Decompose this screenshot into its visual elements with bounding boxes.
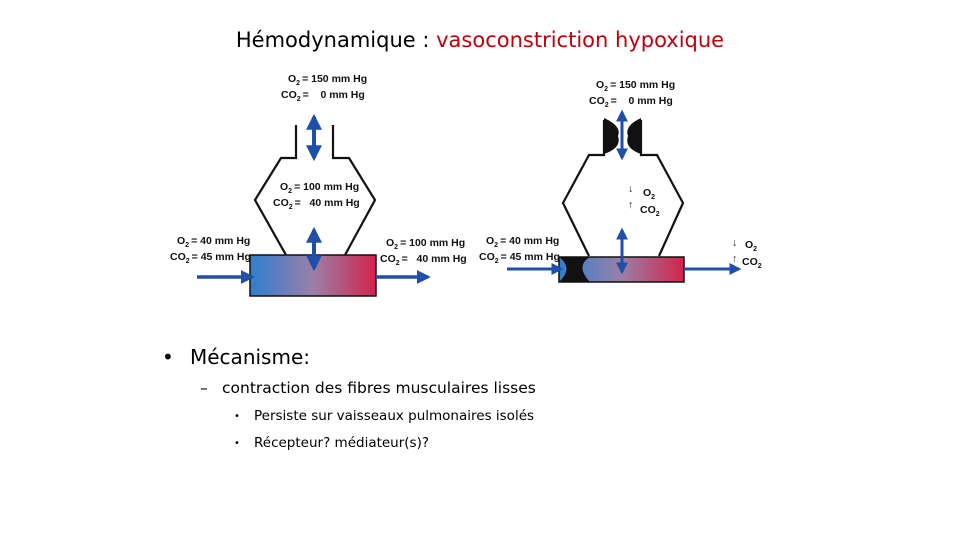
bullet-text-receptor: Récepteur? médiateur(s)? (254, 435, 430, 451)
diagram-normal: O2= 150 mm Hg CO2= 0 mm Hg O2= 100 mm Hg… (170, 73, 467, 297)
airway-constriction-right (627, 118, 641, 154)
airway-co2-label-right: CO2= 0 mm Hg (589, 95, 673, 109)
bullet-level-3b: • Récepteur? médiateur(s)? (234, 435, 429, 451)
alveolus-co2-up-arrow: ↑ (628, 199, 633, 211)
outflow-o2-label: O2= 100 mm Hg (386, 237, 465, 251)
title-highlight: vasoconstriction hypoxique (436, 28, 725, 52)
bullet-text-mechanism: Mécanisme: (190, 345, 310, 369)
bullet-dash: – (200, 379, 208, 397)
alveolus-co2-label: CO2= 40 mm Hg (273, 197, 360, 211)
alveolus-o2-label: O2= 100 mm Hg (280, 181, 359, 195)
outflow-o2-trend-label: O2 (745, 239, 757, 253)
bullet-dot: • (162, 345, 174, 369)
diagram-constricted: O2= 150 mm Hg CO2= 0 mm Hg ↓ O2 ↑ CO2 O2… (479, 79, 762, 283)
outflow-o2-down-arrow: ↓ (732, 237, 737, 249)
vessel-constriction (559, 257, 590, 282)
alveolus-o2-down-arrow: ↓ (628, 183, 633, 195)
outflow-co2-trend-label: CO2 (742, 256, 762, 270)
airway-co2-label: CO2= 0 mm Hg (281, 89, 365, 103)
alveolus-outline (253, 125, 377, 256)
outflow-co2-up-arrow: ↑ (732, 253, 737, 265)
airway-constriction-left (604, 118, 619, 154)
airway-o2-label: O2= 150 mm Hg (288, 73, 367, 87)
title-prefix: Hémodynamique : (235, 28, 437, 52)
airway-o2-label-right: O2= 150 mm Hg (596, 79, 675, 93)
alveolus-o2-trend-label: O2 (643, 187, 655, 201)
inflow-co2-label-right: CO2= 45 mm Hg (479, 251, 560, 265)
inflow-o2-label-right: O2= 40 mm Hg (486, 235, 559, 249)
bullet-text-isolated-vessels: Persiste sur vaisseaux pulmonaires isolé… (254, 408, 535, 424)
inflow-o2-label: O2= 40 mm Hg (177, 235, 250, 249)
bullet-level-3a: • Persiste sur vaisseaux pulmonaires isol… (234, 408, 534, 424)
bullet-text-contraction: contraction des fibres musculaires lisse… (222, 379, 536, 397)
bullet-dot-small: • (234, 438, 240, 449)
inflow-co2-label: CO2= 45 mm Hg (170, 251, 251, 265)
outflow-co2-label: CO2= 40 mm Hg (380, 253, 467, 267)
bullet-level-2: –contraction des fibres musculaires liss… (200, 379, 536, 397)
bullet-dot-small: • (234, 411, 240, 422)
alveolus-co2-trend-label: CO2 (640, 204, 660, 218)
bullet-level-1: • Mécanisme: (162, 345, 310, 369)
slide-title: Hémodynamique : vasoconstriction hypoxiq… (0, 28, 960, 52)
